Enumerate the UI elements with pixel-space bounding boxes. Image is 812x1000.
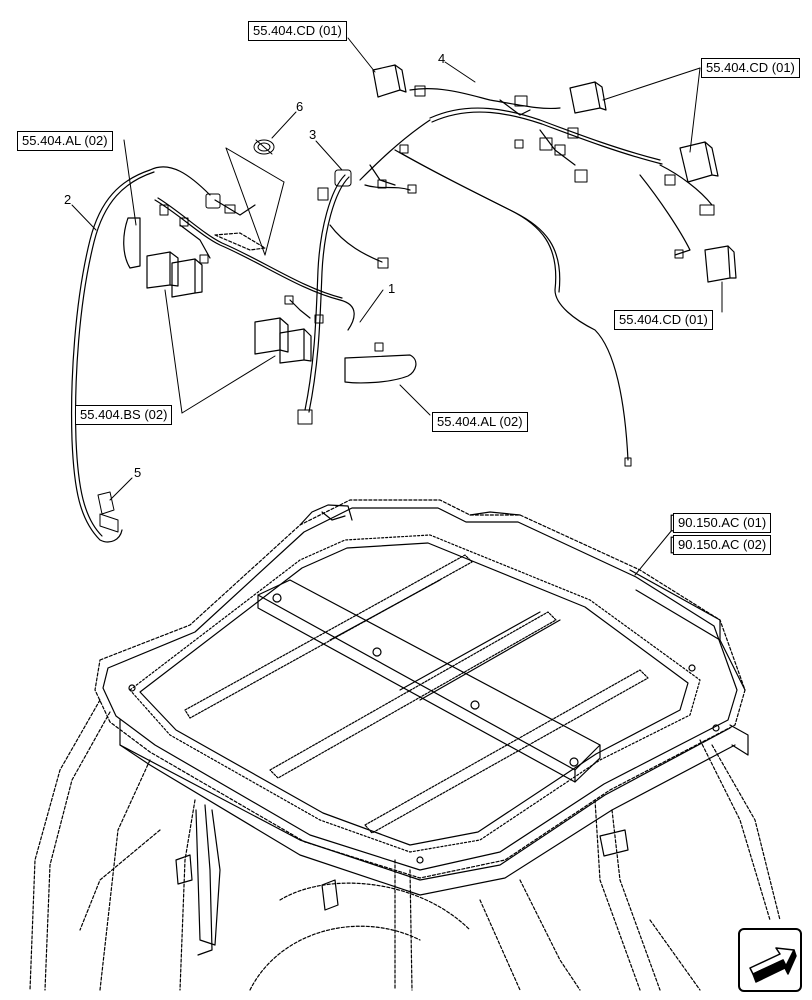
- next-page-button[interactable]: [738, 928, 802, 992]
- ref-box-al-left[interactable]: 55.404.AL (02): [17, 131, 113, 151]
- leader-lines: [71, 37, 723, 576]
- cab-roof-frame: [29, 499, 781, 991]
- ref-box-cd-top[interactable]: 55.404.CD (01): [248, 21, 347, 41]
- callout-6: 6: [296, 99, 304, 114]
- work-lamps: [123, 64, 737, 384]
- ref-box-al-right[interactable]: 55.404.AL (02): [432, 412, 528, 432]
- harness-item-3: [304, 119, 431, 413]
- harness-item-2: [70, 166, 211, 543]
- next-page-arrow-icon: [749, 947, 797, 983]
- ref-box-bs[interactable]: 55.404.BS (02): [75, 405, 173, 425]
- ref-box-ac-02[interactable]: 90.150.AC (02): [673, 535, 772, 555]
- ref-box-cd-right-bottom[interactable]: 55.404.CD (01): [614, 310, 713, 330]
- callout-5: 5: [134, 465, 142, 480]
- connectors: [97, 85, 715, 533]
- ref-box-cd-right-top[interactable]: 55.404.CD (01): [701, 58, 800, 78]
- callout-4: 4: [438, 51, 446, 66]
- callout-3: 3: [309, 127, 317, 142]
- callout-2: 2: [64, 192, 72, 207]
- ref-box-ac-01[interactable]: 90.150.AC (01): [673, 513, 772, 533]
- callout-1: 1: [388, 281, 396, 296]
- harness-item-4: [394, 88, 713, 461]
